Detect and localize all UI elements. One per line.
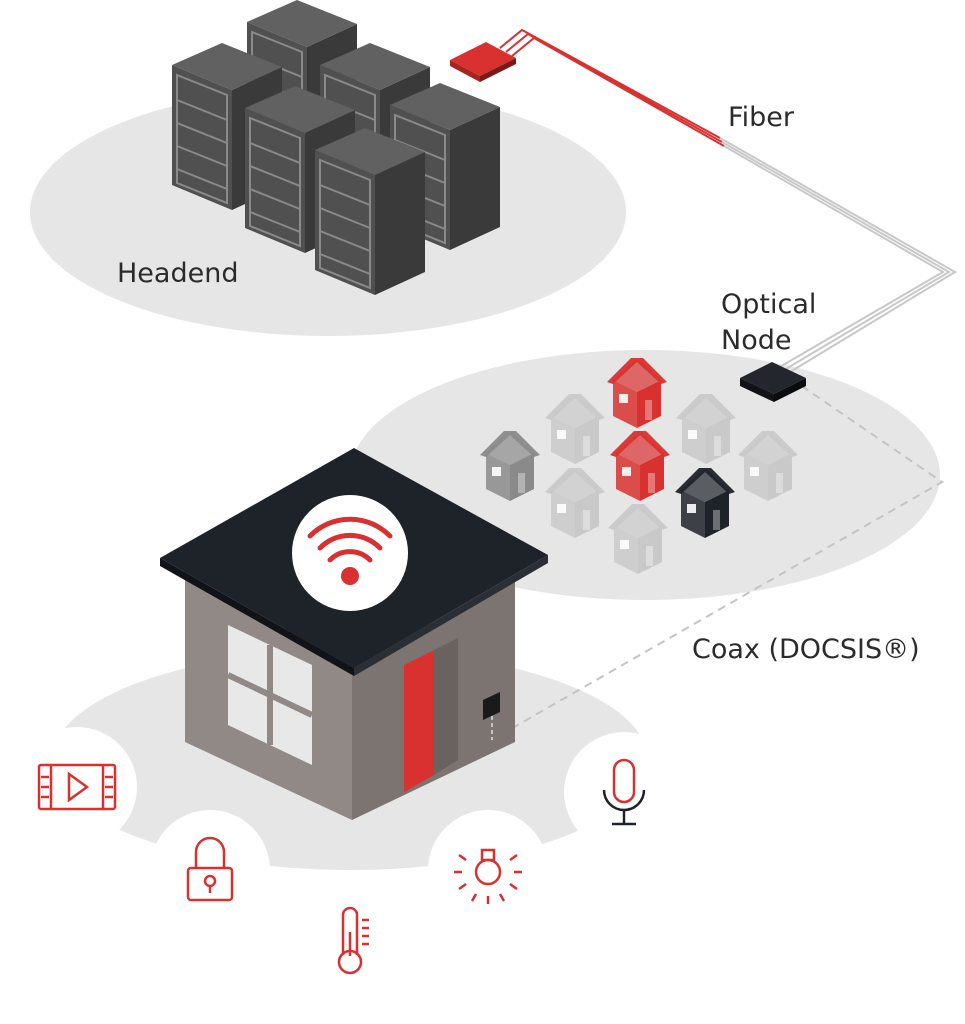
light-bulb-icon (454, 848, 522, 904)
optical-node-label-line1: Optical (721, 289, 817, 320)
device-video (17, 727, 137, 847)
device-thermostat (290, 880, 410, 1000)
main-house (160, 448, 548, 820)
coax-label: Coax (DOCSIS®) (692, 634, 920, 665)
coax-cable (494, 377, 944, 739)
device-light (428, 810, 548, 930)
wifi-icon (341, 567, 359, 585)
microphone-icon (602, 758, 646, 826)
cable-modem (483, 692, 500, 740)
thermometer-icon (337, 906, 369, 975)
lock-icon (186, 836, 234, 902)
wifi-badge (292, 495, 408, 611)
fiber-transmitter (450, 42, 516, 82)
device-voice (564, 732, 684, 852)
fiber-label: Fiber (728, 102, 794, 133)
fiber-cable (499, 28, 957, 373)
optical-node (740, 362, 806, 402)
optical-node-label: Optical Node (721, 287, 816, 359)
device-lock (150, 810, 270, 930)
optical-node-label-line2: Node (721, 325, 792, 356)
house-door (404, 650, 434, 792)
headend-label: Headend (117, 258, 239, 289)
house-window (226, 625, 314, 765)
video-icon (37, 763, 117, 811)
